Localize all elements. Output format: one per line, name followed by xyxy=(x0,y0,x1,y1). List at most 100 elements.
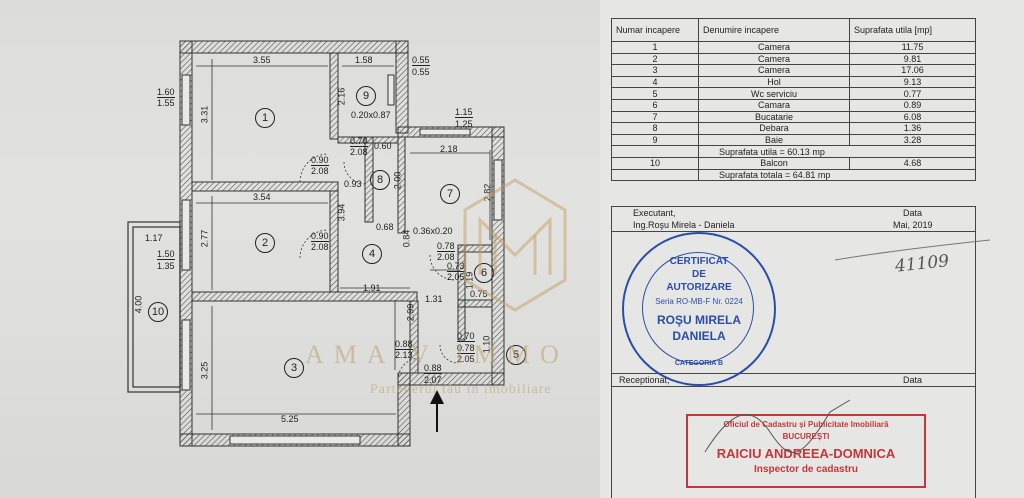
wall-kitchen-left xyxy=(397,136,406,234)
cell-name: Baie xyxy=(698,133,850,147)
dim-label: 3.94 xyxy=(336,203,347,222)
signature xyxy=(704,399,851,453)
cell-number: 9 xyxy=(611,133,699,147)
dim-label: 3.54 xyxy=(253,192,271,202)
dim-label: 0.90 xyxy=(311,155,329,166)
dim-label: 1.31 xyxy=(425,294,443,304)
dim-label: 2.07 xyxy=(424,375,442,385)
dim-label: 1.25 xyxy=(455,119,473,129)
stamp-line: Inspector de cadastru xyxy=(754,464,858,475)
watermark-tagline: Partenerul tău in imobiliare xyxy=(370,382,552,397)
cell-name: Camera xyxy=(698,41,850,54)
cell-area: 9.13 xyxy=(849,75,976,89)
dim-label: 2.08 xyxy=(311,242,329,252)
cell-name: Hol xyxy=(698,75,850,89)
entrance-arrow-icon xyxy=(430,390,444,432)
dim-label: 1.58 xyxy=(355,55,373,65)
dim-label: 4.00 xyxy=(133,295,144,314)
cell-name: Wc serviciu xyxy=(698,87,850,100)
dim-label: 0.84 xyxy=(401,229,412,248)
dim-label: 2.13 xyxy=(395,350,413,360)
dim-label: 0.70 xyxy=(457,331,475,342)
executant-date-label: Data xyxy=(903,208,923,218)
cadastre-stamp: Oficiul de Cadastru și Publicitate Imobi… xyxy=(686,414,926,488)
dim-label: 0.36x0.20 xyxy=(413,226,453,236)
floor-plan xyxy=(127,40,505,447)
dim-label: 0.60 xyxy=(374,141,392,151)
cell-number: 3 xyxy=(611,64,699,77)
dim-label: 2.00 xyxy=(392,171,403,190)
stamp-line: CERTIFICAT xyxy=(669,256,729,267)
dim-label: 0.20x0.87 xyxy=(351,110,391,120)
wall-r2-r3 xyxy=(191,291,418,302)
receptionat-block: Receptionat, Data xyxy=(611,373,976,387)
stamp-line: CATEGORIA B xyxy=(674,360,724,367)
cell-number: 4 xyxy=(611,75,699,89)
wall-pantry-left xyxy=(457,244,466,341)
room-number: 2 xyxy=(255,233,275,253)
table-header: Denumire incapere xyxy=(698,18,850,42)
wall-hall-right xyxy=(409,300,419,374)
stamp-line: DE xyxy=(692,269,706,280)
cell-number: 2 xyxy=(611,52,699,66)
dim-label: 0.73 xyxy=(447,261,465,272)
stamp-line: RAICIU ANDREEA-DOMNICA xyxy=(716,446,896,461)
agency-logo-watermark xyxy=(463,178,567,312)
cell-name: Debara xyxy=(698,122,850,135)
useful-total-row: Suprafata utila = 60.13 mp xyxy=(611,145,976,158)
room-number: 7 xyxy=(440,184,460,204)
wall-top xyxy=(179,40,409,54)
dim-label: 2.99 xyxy=(405,303,416,322)
dim-label: 0.88 xyxy=(395,339,413,350)
cell-number: 5 xyxy=(611,87,699,100)
executant-date: Mai, 2019 xyxy=(893,220,933,230)
cell-area: 3.28 xyxy=(849,133,976,147)
stamp-line: ROŞU MIRELA xyxy=(657,313,741,327)
dim-label: 0.75 xyxy=(470,289,488,299)
room-number: 10 xyxy=(148,302,168,322)
dim-label: 1.55 xyxy=(157,98,175,108)
cell-name: Camara xyxy=(698,98,850,112)
cell-name: Bucatarie xyxy=(698,110,850,124)
dim-label: 3.25 xyxy=(199,361,210,380)
room-number: 9 xyxy=(356,86,376,106)
authorization-stamp: CERTIFICAT DE AUTORIZARE Seria RO-MB-F N… xyxy=(622,232,776,386)
dim-label: 2.08 xyxy=(350,147,368,157)
watermark-brand: AMA V IMMO xyxy=(305,340,569,369)
dim-label: 2.77 xyxy=(199,229,210,248)
stamp-line: AUTORIZARE xyxy=(666,282,732,293)
room-number: 3 xyxy=(284,358,304,378)
wall-r1-r2 xyxy=(191,181,339,192)
dim-label: 1.15 xyxy=(455,107,473,118)
cell-area: 0.89 xyxy=(849,98,976,112)
wall-bottom-right-v xyxy=(397,372,411,447)
cell-name: Balcon xyxy=(698,156,850,170)
cell-number: 8 xyxy=(611,122,699,135)
table-header: Suprafata utila [mp] xyxy=(849,18,976,42)
dim-label: 1.60 xyxy=(157,87,175,98)
balcony-inner xyxy=(132,226,181,388)
cell-area: 0.77 xyxy=(849,87,976,100)
dim-label: 0.68 xyxy=(376,222,394,232)
stamp-line: Oficiul de Cadastru și Publicitate Imobi… xyxy=(723,420,889,429)
dim-label: 1.17 xyxy=(145,233,163,243)
grand-total: Suprafata totala = 64.81 mp xyxy=(698,168,976,182)
stamp-line: DANIELA xyxy=(672,329,726,343)
dim-label: 1.35 xyxy=(157,261,175,271)
room-number: 4 xyxy=(362,244,382,264)
wall-room1-right xyxy=(329,52,339,140)
cell-name: Camera xyxy=(698,64,850,77)
cell-area: 1.36 xyxy=(849,122,976,135)
grand-total-row: Suprafata totala = 64.81 mp xyxy=(611,168,976,182)
useful-total: Suprafata utila = 60.13 mp xyxy=(698,145,976,158)
cell-name: Camera xyxy=(698,52,850,66)
dim-label: 0.93 xyxy=(344,179,362,189)
dim-label: 2.16 xyxy=(336,87,347,106)
